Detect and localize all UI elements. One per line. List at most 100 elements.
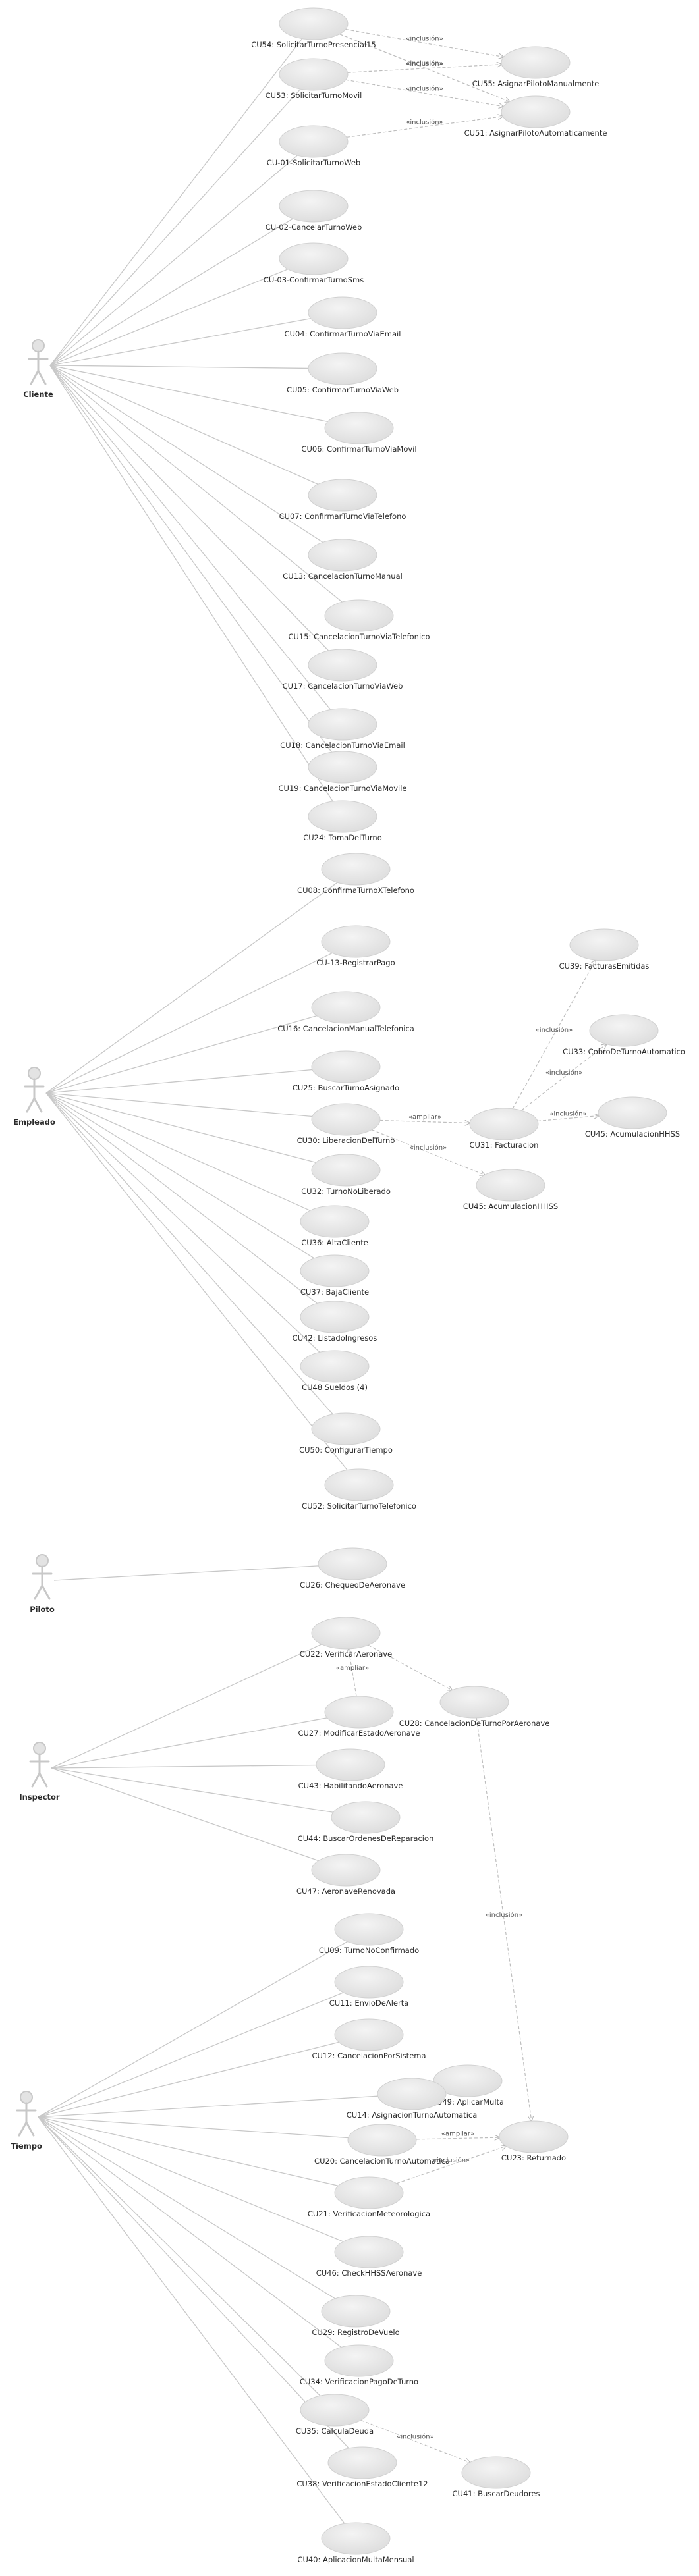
use-case-cu45a[interactable]: CU45: AcumulacionHHSS xyxy=(585,1096,680,1139)
use-case-cu01[interactable]: CU-01-SolicitarTurnoWeb xyxy=(267,125,360,167)
use-case-cu48[interactable]: CU48 Sueldos (4) xyxy=(300,1350,370,1392)
use-case-cu18[interactable]: CU18: CancelacionTurnoViaEmail xyxy=(280,708,405,750)
use-case-cu13[interactable]: CU13: CancelacionTurnoManual xyxy=(283,539,403,581)
use-case-ellipse[interactable] xyxy=(311,1854,381,1887)
use-case-ellipse[interactable] xyxy=(324,599,394,632)
use-case-cu42[interactable]: CU42: ListadoIngresos xyxy=(293,1301,377,1343)
use-case-cu17[interactable]: CU17: CancelacionTurnoViaWeb xyxy=(283,649,403,691)
use-case-ellipse[interactable] xyxy=(300,1205,370,1238)
use-case-cu31[interactable]: CU31: Facturacion xyxy=(469,1108,539,1150)
use-case-cu21[interactable]: CU21: VerificacionMeteorologica xyxy=(308,2176,430,2218)
use-case-cu39[interactable]: CU39: FacturasEmitidas xyxy=(559,928,650,971)
use-case-cu46[interactable]: CU46: CheckHHSSAeronave xyxy=(316,2236,422,2278)
use-case-cu03[interactable]: CU-03-ConfirmarTurnoSms xyxy=(264,242,364,284)
use-case-cu34[interactable]: CU34: VerificacionPagoDeTurno xyxy=(300,2344,418,2386)
use-case-cu54[interactable]: CU54: SolicitarTurnoPresencial15 xyxy=(251,7,376,49)
use-case-ellipse[interactable] xyxy=(311,1412,381,1445)
use-case-ellipse[interactable] xyxy=(308,708,377,741)
use-case-cu36[interactable]: CU36: AltaCliente xyxy=(300,1205,370,1247)
use-case-ellipse[interactable] xyxy=(334,2176,404,2209)
use-case-ellipse[interactable] xyxy=(476,1169,545,1202)
use-case-ellipse[interactable] xyxy=(327,2446,397,2479)
use-case-cu29[interactable]: CU29: RegistroDeVuelo xyxy=(312,2295,400,2337)
use-case-cu09[interactable]: CU09: TurnoNoConfirmado xyxy=(319,1913,419,1955)
use-case-ellipse[interactable] xyxy=(279,125,349,158)
use-case-ellipse[interactable] xyxy=(569,928,639,961)
use-case-ellipse[interactable] xyxy=(318,1547,387,1580)
use-case-ellipse[interactable] xyxy=(311,1050,381,1083)
use-case-cu23[interactable]: CU23: Returnado xyxy=(499,2120,569,2162)
use-case-ellipse[interactable] xyxy=(311,1154,381,1187)
use-case-ellipse[interactable] xyxy=(300,1350,370,1383)
use-case-ellipse[interactable] xyxy=(279,7,349,40)
use-case-cu16[interactable]: CU16: CancelacionManualTelefonica xyxy=(277,991,414,1033)
use-case-cu41[interactable]: CU41: BuscarDeudores xyxy=(453,2456,540,2498)
use-case-cu43[interactable]: CU43: HabilitandoAeronave xyxy=(298,1748,403,1790)
use-case-ellipse[interactable] xyxy=(316,1748,385,1781)
use-case-cu26[interactable]: CU26: ChequeoDeAeronave xyxy=(300,1547,405,1590)
use-case-cu06[interactable]: CU06: ConfirmarTurnoViaMovil xyxy=(301,412,417,454)
use-case-cu22[interactable]: CU22: VerificarAeronave xyxy=(300,1617,392,1659)
use-case-cu14[interactable]: CU14: AsignacionTurnoAutomatica xyxy=(347,2078,478,2120)
use-case-cu15[interactable]: CU15: CancelacionTurnoViaTelefonico xyxy=(288,599,430,641)
use-case-cu35[interactable]: CU35: CalculaDeuda xyxy=(296,2394,374,2436)
use-case-cu38[interactable]: CU38: VerificacionEstadoCliente12 xyxy=(296,2446,428,2488)
use-case-cu04[interactable]: CU04: ConfirmarTurnoViaEmail xyxy=(285,296,401,338)
use-case-ellipse[interactable] xyxy=(331,1801,401,1834)
use-case-ellipse[interactable] xyxy=(308,352,377,385)
use-case-ellipse[interactable] xyxy=(461,2456,531,2489)
use-case-ellipse[interactable] xyxy=(334,2236,404,2268)
use-case-ellipse[interactable] xyxy=(598,1096,667,1129)
use-case-ellipse[interactable] xyxy=(347,2124,417,2157)
use-case-cu50[interactable]: CU50: ConfigurarTiempo xyxy=(299,1412,393,1455)
use-case-cu02[interactable]: CU-02-CancelarTurnoWeb xyxy=(266,190,362,232)
use-case-ellipse[interactable] xyxy=(308,539,377,572)
use-case-cu25[interactable]: CU25: BuscarTurnoAsignado xyxy=(293,1050,399,1092)
use-case-ellipse[interactable] xyxy=(311,991,381,1024)
use-case-cu13b[interactable]: CU-13-RegistrarPago xyxy=(316,925,395,967)
use-case-ellipse[interactable] xyxy=(499,2120,569,2153)
use-case-ellipse[interactable] xyxy=(279,58,349,91)
use-case-ellipse[interactable] xyxy=(311,1617,381,1650)
use-case-cu07[interactable]: CU07: ConfirmarTurnoViaTelefono xyxy=(279,479,406,521)
use-case-cu20[interactable]: CU20: CancelacionTurnoAutomatica xyxy=(314,2124,450,2166)
use-case-cu52[interactable]: CU52: SolicitarTurnoTelefonico xyxy=(302,1468,416,1511)
actor-piloto[interactable]: Piloto xyxy=(30,1554,55,1614)
use-case-ellipse[interactable] xyxy=(279,242,349,275)
use-case-cu12[interactable]: CU12: CancelacionPorSistema xyxy=(312,2018,426,2060)
actor-cliente[interactable]: Cliente xyxy=(23,339,53,399)
use-case-ellipse[interactable] xyxy=(321,2522,391,2555)
use-case-ellipse[interactable] xyxy=(377,2078,447,2110)
use-case-ellipse[interactable] xyxy=(308,479,377,512)
use-case-cu40[interactable]: CU40: AplicacionMultaMensual xyxy=(297,2522,414,2564)
use-case-cu44[interactable]: CU44: BuscarOrdenesDeReparacion xyxy=(298,1801,434,1843)
use-case-ellipse[interactable] xyxy=(321,925,391,958)
use-case-cu24[interactable]: CU24: TomaDelTurno xyxy=(303,800,382,842)
use-case-cu32[interactable]: CU32: TurnoNoLiberado xyxy=(301,1154,391,1196)
use-case-ellipse[interactable] xyxy=(321,2295,391,2328)
use-case-ellipse[interactable] xyxy=(589,1014,659,1047)
use-case-ellipse[interactable] xyxy=(300,2394,370,2427)
use-case-ellipse[interactable] xyxy=(324,1468,394,1501)
use-case-cu27[interactable]: CU27: ModificarEstadoAeronave xyxy=(298,1696,420,1738)
use-case-cu49[interactable]: CU49: AplicarMulta xyxy=(432,2064,504,2106)
use-case-cu19[interactable]: CU19: CancelacionTurnoViaMovile xyxy=(279,751,407,793)
use-case-ellipse[interactable] xyxy=(300,1301,370,1333)
use-case-ellipse[interactable] xyxy=(324,2344,394,2377)
use-case-cu37[interactable]: CU37: BajaCliente xyxy=(300,1254,370,1297)
use-case-cu51[interactable]: CU51: AsignarPilotoAutomaticamente xyxy=(464,95,607,138)
use-case-ellipse[interactable] xyxy=(334,2018,404,2051)
use-case-ellipse[interactable] xyxy=(300,1254,370,1287)
use-case-cu45b[interactable]: CU45: AcumulacionHHSS xyxy=(463,1169,558,1211)
actor-empleado[interactable]: Empleado xyxy=(13,1067,55,1127)
actor-tiempo[interactable]: Tiempo xyxy=(11,2091,42,2151)
use-case-ellipse[interactable] xyxy=(501,95,571,128)
use-case-cu47[interactable]: CU47: AeronaveRenovada xyxy=(296,1854,395,1896)
use-case-ellipse[interactable] xyxy=(311,1103,381,1136)
use-case-cu08[interactable]: CU08: ConfirmaTurnoXTelefono xyxy=(297,853,414,895)
use-case-ellipse[interactable] xyxy=(433,2064,503,2097)
use-case-ellipse[interactable] xyxy=(308,296,377,329)
use-case-ellipse[interactable] xyxy=(334,1913,404,1946)
use-case-ellipse[interactable] xyxy=(308,800,377,833)
use-case-ellipse[interactable] xyxy=(321,853,391,886)
